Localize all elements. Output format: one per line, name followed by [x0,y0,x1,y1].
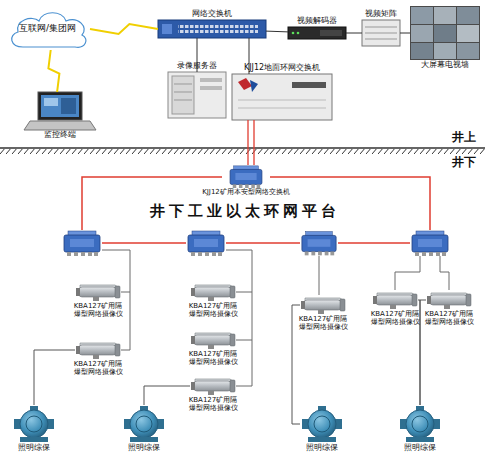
connector-line [144,386,190,405]
camera: KBA127矿用隔爆型网络摄像仪 [426,290,472,310]
device-label: 监控终端 [44,131,76,140]
cloud-node: 互联网/集团网 [5,8,90,50]
device-label: 网络交换机 [192,10,232,19]
device-label: 录像服务器 [177,62,217,71]
camera: KBA127矿用隔爆型网络摄像仪 [190,376,236,396]
connector [346,33,362,34]
connector [248,120,254,165]
connector [400,33,410,34]
connector-line [400,33,410,34]
recording-server: 录像服务器 [168,72,226,118]
connector-line [346,33,362,34]
device-label: 照明综保 [306,444,338,453]
lighting-unit: 照明综保 [398,405,442,443]
video-decoder: 视频解码器 [288,27,346,39]
lighting-unit: 照明综保 [122,405,166,443]
device-label: KBA127矿用隔爆型网络摄像仪 [297,316,349,331]
camera: KBA127矿用隔爆型网络摄像仪 [190,330,236,350]
tv-wall: 大屏幕电视墙 [410,6,480,60]
camera: KBA127矿用隔爆型网络摄像仪 [300,295,346,315]
device-label: KBA127矿用隔爆型网络摄像仪 [369,311,421,326]
device-label: 视频解码器 [297,17,337,26]
connector [266,31,288,33]
platform-title: 井下工业以太环网平台 [150,203,340,220]
camera: KBA127矿用隔爆型网络摄像仪 [75,282,121,302]
connector-line [247,120,248,165]
lighting-unit: 照明综保 [12,405,56,443]
network-switch: 网络交换机 [158,20,266,38]
underground-switch: KJJ12矿用本安型网络交换机 [222,165,270,188]
device-label: KBA127矿用隔爆型网络摄像仪 [187,397,239,412]
device-label: KJJ12地面环网交换机 [244,64,320,73]
device-label: 大屏幕电视墙 [421,61,469,70]
device-label: KBA127矿用隔爆型网络摄像仪 [423,311,475,326]
device-label: 照明综保 [18,444,50,453]
zone-label: 井下 [452,156,476,169]
camera: KBA127矿用隔爆型网络摄像仪 [190,282,236,302]
device-label: 照明综保 [404,444,436,453]
camera: KBA127矿用隔爆型网络摄像仪 [372,290,418,310]
connector-line [90,24,158,34]
connector [144,386,190,405]
camera: KBA127矿用隔爆型网络摄像仪 [75,340,121,360]
connector [90,24,158,34]
connector-line [48,50,59,92]
video-matrix: 视频矩阵 [362,20,400,46]
device-label: 照明综保 [128,444,160,453]
device-label: KBA127矿用隔爆型网络摄像仪 [187,351,239,366]
zone-label: 井上 [452,131,476,144]
connector-line [266,31,288,33]
device-label: 互联网/集团网 [5,8,90,50]
laptop-terminal: 监控终端 [24,92,96,130]
connector [34,350,75,405]
device-label: KJJ12矿用本安型网络交换机 [202,189,290,197]
lighting-unit: 照明综保 [300,405,344,443]
ring-switch: KJJ12地面环网交换机 [232,74,332,120]
device-label: KBA127矿用隔爆型网络摄像仪 [187,303,239,318]
device-label: KBA127矿用隔爆型网络摄像仪 [72,303,124,318]
device-label: KBA127矿用隔爆型网络摄像仪 [72,361,124,376]
connector-line [34,350,75,405]
connector [48,50,59,92]
connector-line [253,120,254,165]
device-label: 视频矩阵 [365,10,397,19]
